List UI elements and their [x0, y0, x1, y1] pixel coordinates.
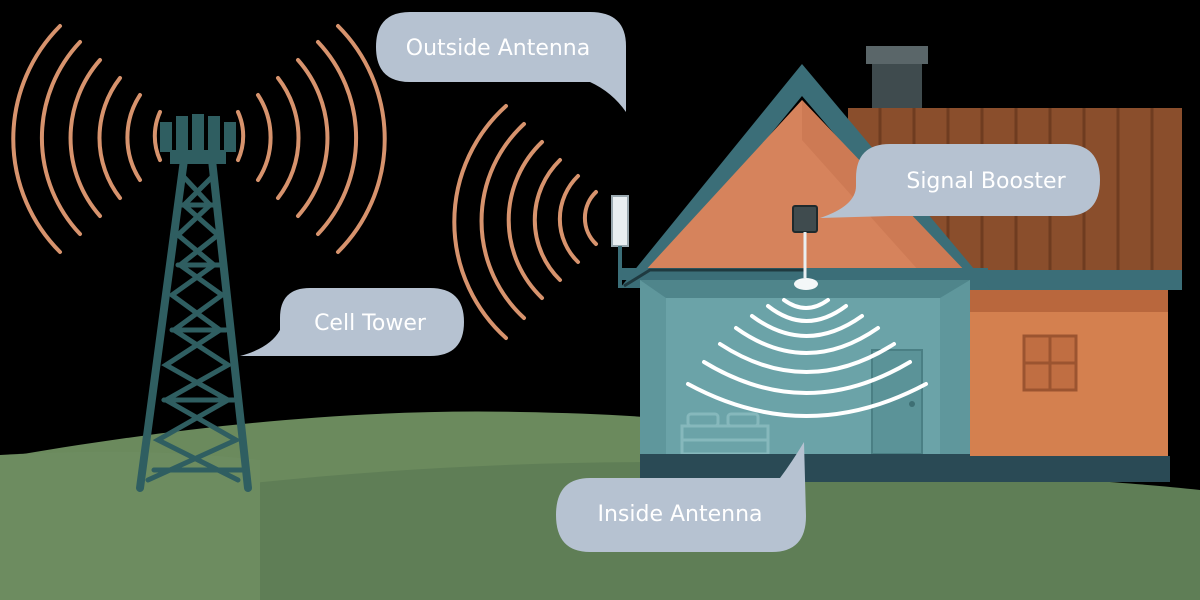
tower-wave-left-2: [125, 93, 142, 182]
tower-wave-right-1: [236, 110, 246, 162]
antenna-wave-3: [532, 158, 562, 282]
cell-tower: [136, 150, 252, 492]
inside-antenna: [794, 278, 818, 290]
tower-horizontals: [151, 202, 247, 473]
extension-roof-trim: [960, 270, 1182, 290]
tower-wave-left-1: [152, 110, 162, 162]
antenna-wave-5: [479, 122, 526, 320]
inside-wave-4: [734, 326, 880, 355]
antenna-wave-6: [452, 104, 508, 340]
ground-left-hill: [0, 451, 260, 600]
tower-wave-right-2: [256, 93, 273, 182]
callout-signal-booster: Signal Booster: [820, 144, 1100, 218]
callout-inside-antenna: Inside Antenna: [556, 442, 806, 552]
tower-wave-left-4: [68, 58, 102, 218]
cell-tower-signal-waves: [11, 24, 387, 254]
antenna-wave-4: [506, 140, 544, 300]
tower-panel-5: [224, 122, 236, 152]
callout-inside-antenna-label: Inside Antenna: [597, 502, 762, 527]
tower-panel-4: [208, 116, 220, 152]
tower-wave-right-3: [276, 76, 301, 200]
extension-wall-shadow: [970, 290, 1168, 312]
inside-wave-1: [782, 298, 830, 310]
tower-wave-right-4: [296, 58, 330, 218]
tower-bracing: [145, 172, 242, 483]
inside-antenna-waves: [686, 298, 928, 418]
tower-wave-left-5: [39, 40, 82, 236]
door-knob: [909, 401, 915, 407]
chimney-cap: [866, 46, 928, 64]
callout-signal-booster-bubble: [820, 144, 1100, 218]
callout-outside-antenna: Outside Antenna: [376, 12, 626, 112]
callout-cell-tower: Cell Tower: [240, 288, 464, 356]
antenna-wave-1: [582, 190, 598, 246]
tower-wave-left-6: [11, 24, 62, 254]
inside-wave-7: [686, 382, 928, 418]
tower-right-leg: [208, 156, 252, 492]
inside-wave-6: [702, 360, 912, 395]
tower-panel-2: [176, 116, 188, 152]
antenna-wave-2: [557, 174, 580, 264]
inside-wave-3: [750, 314, 864, 338]
inside-wave-5: [718, 342, 896, 374]
callout-cell-tower-bubble: [240, 288, 464, 356]
tower-wave-right-5: [316, 40, 359, 236]
tower-platform: [170, 150, 226, 164]
tower-panel-1: [160, 122, 172, 152]
inside-wave-2: [766, 304, 848, 323]
callout-cell-tower-label: Cell Tower: [314, 311, 427, 336]
tower-wave-left-3: [97, 76, 122, 200]
tower-panel-3: [192, 114, 204, 152]
callout-signal-booster-label: Signal Booster: [906, 169, 1066, 194]
outside-antenna-signal-waves: [452, 104, 598, 340]
callout-outside-antenna-bubble: [376, 12, 626, 112]
callout-outside-antenna-label: Outside Antenna: [406, 36, 590, 61]
tower-wave-right-6: [336, 24, 387, 254]
outside-antenna: [611, 195, 629, 247]
antenna-cable: [623, 268, 804, 288]
main-house-foundation: [640, 454, 970, 482]
signal-booster-box: [792, 205, 818, 233]
tower-left-leg: [136, 156, 188, 492]
extension-foundation: [960, 456, 1170, 482]
callout-inside-antenna-bubble: [556, 442, 806, 552]
tower-antenna-panels: [160, 114, 236, 152]
